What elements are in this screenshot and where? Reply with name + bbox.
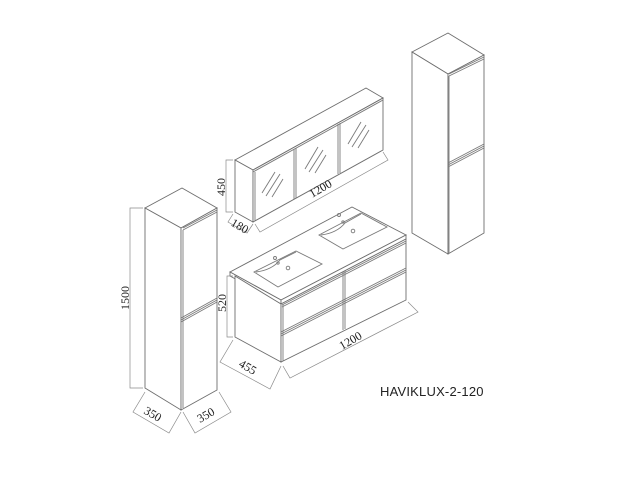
model-label: HAVIKLUX-2-120 <box>380 384 484 399</box>
mirror-cabinet <box>225 87 389 234</box>
vanity-height-label: 520 <box>215 294 229 312</box>
vanity-depth-label: 455 <box>237 356 260 377</box>
left-tall-cabinet <box>129 187 232 434</box>
tall-height-label: 1500 <box>118 286 132 310</box>
mirror-height-label: 450 <box>214 178 228 196</box>
right-tall-cabinet <box>411 32 485 255</box>
vanity <box>219 206 419 390</box>
tall-depth-label: 350 <box>142 403 165 424</box>
